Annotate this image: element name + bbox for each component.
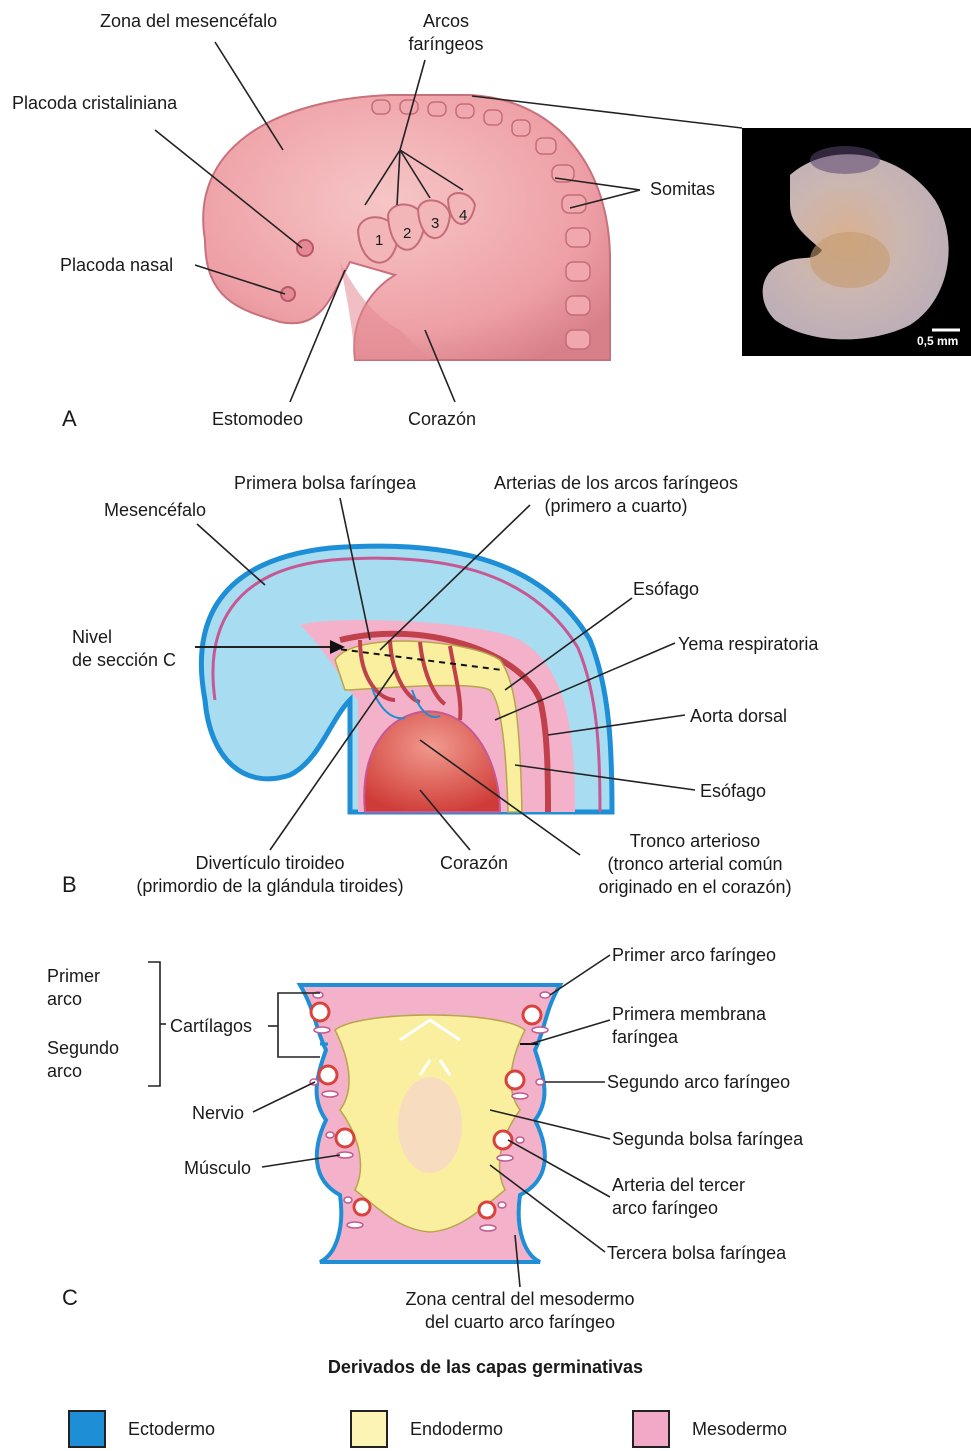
legend-label: Ectodermo [128, 1419, 215, 1440]
label-segundo-arco: Segundo arco [47, 1037, 119, 1083]
panel-c-illustration [300, 985, 560, 1262]
lens-placode [297, 240, 313, 256]
label-primer-arco: Primer arco [47, 965, 100, 1011]
label-corazon-b: Corazón [440, 852, 508, 875]
label-diverticulo-tiroideo: Divertículo tiroideo (primordio de la gl… [110, 852, 430, 898]
label-arteria-tercer-arco: Arteria del tercer arco faríngeo [612, 1174, 745, 1220]
label-placoda-nasal: Placoda nasal [60, 254, 173, 277]
label-primera-membrana: Primera membrana faríngea [612, 1003, 766, 1049]
endoderm-swatch [350, 1410, 388, 1448]
arch-number-2: 2 [403, 222, 411, 245]
label-tercera-bolsa: Tercera bolsa faríngea [607, 1242, 786, 1265]
ectoderm-swatch [68, 1410, 106, 1448]
label-mesencefalo: Mesencéfalo [104, 499, 206, 522]
label-esofago-1: Esófago [633, 578, 699, 601]
arch-number-3: 3 [431, 212, 439, 235]
legend-item-mesodermo: Mesodermo [632, 1410, 787, 1448]
label-zona-mesencefalo: Zona del mesencéfalo [100, 10, 277, 33]
label-primera-bolsa: Primera bolsa faríngea [234, 472, 416, 495]
panel-label-b: B [62, 872, 77, 898]
label-segundo-arco-faringeo: Segundo arco faríngeo [607, 1071, 790, 1094]
legend-label: Mesodermo [692, 1419, 787, 1440]
panel-label-c: C [62, 1285, 78, 1311]
label-estomodeo: Estomodeo [212, 408, 303, 431]
label-aorta-dorsal: Aorta dorsal [690, 705, 787, 728]
label-placoda-cristaliniana: Placoda cristaliniana [12, 92, 177, 115]
label-esofago-2: Esófago [700, 780, 766, 803]
label-yema-respiratoria: Yema respiratoria [678, 633, 818, 656]
mesoderm-swatch [632, 1410, 670, 1448]
label-arcos-faringeos: Arcos faríngeos [400, 10, 492, 56]
arch-number-4: 4 [459, 204, 467, 227]
label-nervio: Nervio [192, 1102, 244, 1125]
label-primer-arco-faringeo: Primer arco faríngeo [612, 944, 776, 967]
label-arterias-arcos: Arterias de los arcos faríngeos (primero… [470, 472, 762, 518]
panel-label-a: A [62, 406, 77, 432]
embryo-photo [742, 128, 971, 356]
label-somitas: Somitas [650, 178, 715, 201]
label-corazon-a: Corazón [408, 408, 476, 431]
legend-item-ectodermo: Ectodermo [68, 1410, 215, 1448]
label-cartilagos: Cartílagos [170, 1015, 252, 1038]
legend-title: Derivados de las capas germinativas [0, 1357, 971, 1378]
label-tronco-arterioso: Tronco arterioso (tronco arterial común … [575, 830, 815, 899]
legend-label: Endodermo [410, 1419, 503, 1440]
label-musculo: Músculo [184, 1157, 251, 1180]
label-nivel-seccion: Nivel de sección C [72, 626, 176, 672]
legend-item-endodermo: Endodermo [350, 1410, 503, 1448]
arch-number-1: 1 [375, 229, 383, 252]
scale-bar-label: 0,5 mm [917, 334, 958, 348]
panel-b-illustration [201, 546, 612, 812]
label-zona-central: Zona central del mesodermo del cuarto ar… [370, 1288, 670, 1334]
label-segunda-bolsa: Segunda bolsa faríngea [612, 1128, 803, 1151]
